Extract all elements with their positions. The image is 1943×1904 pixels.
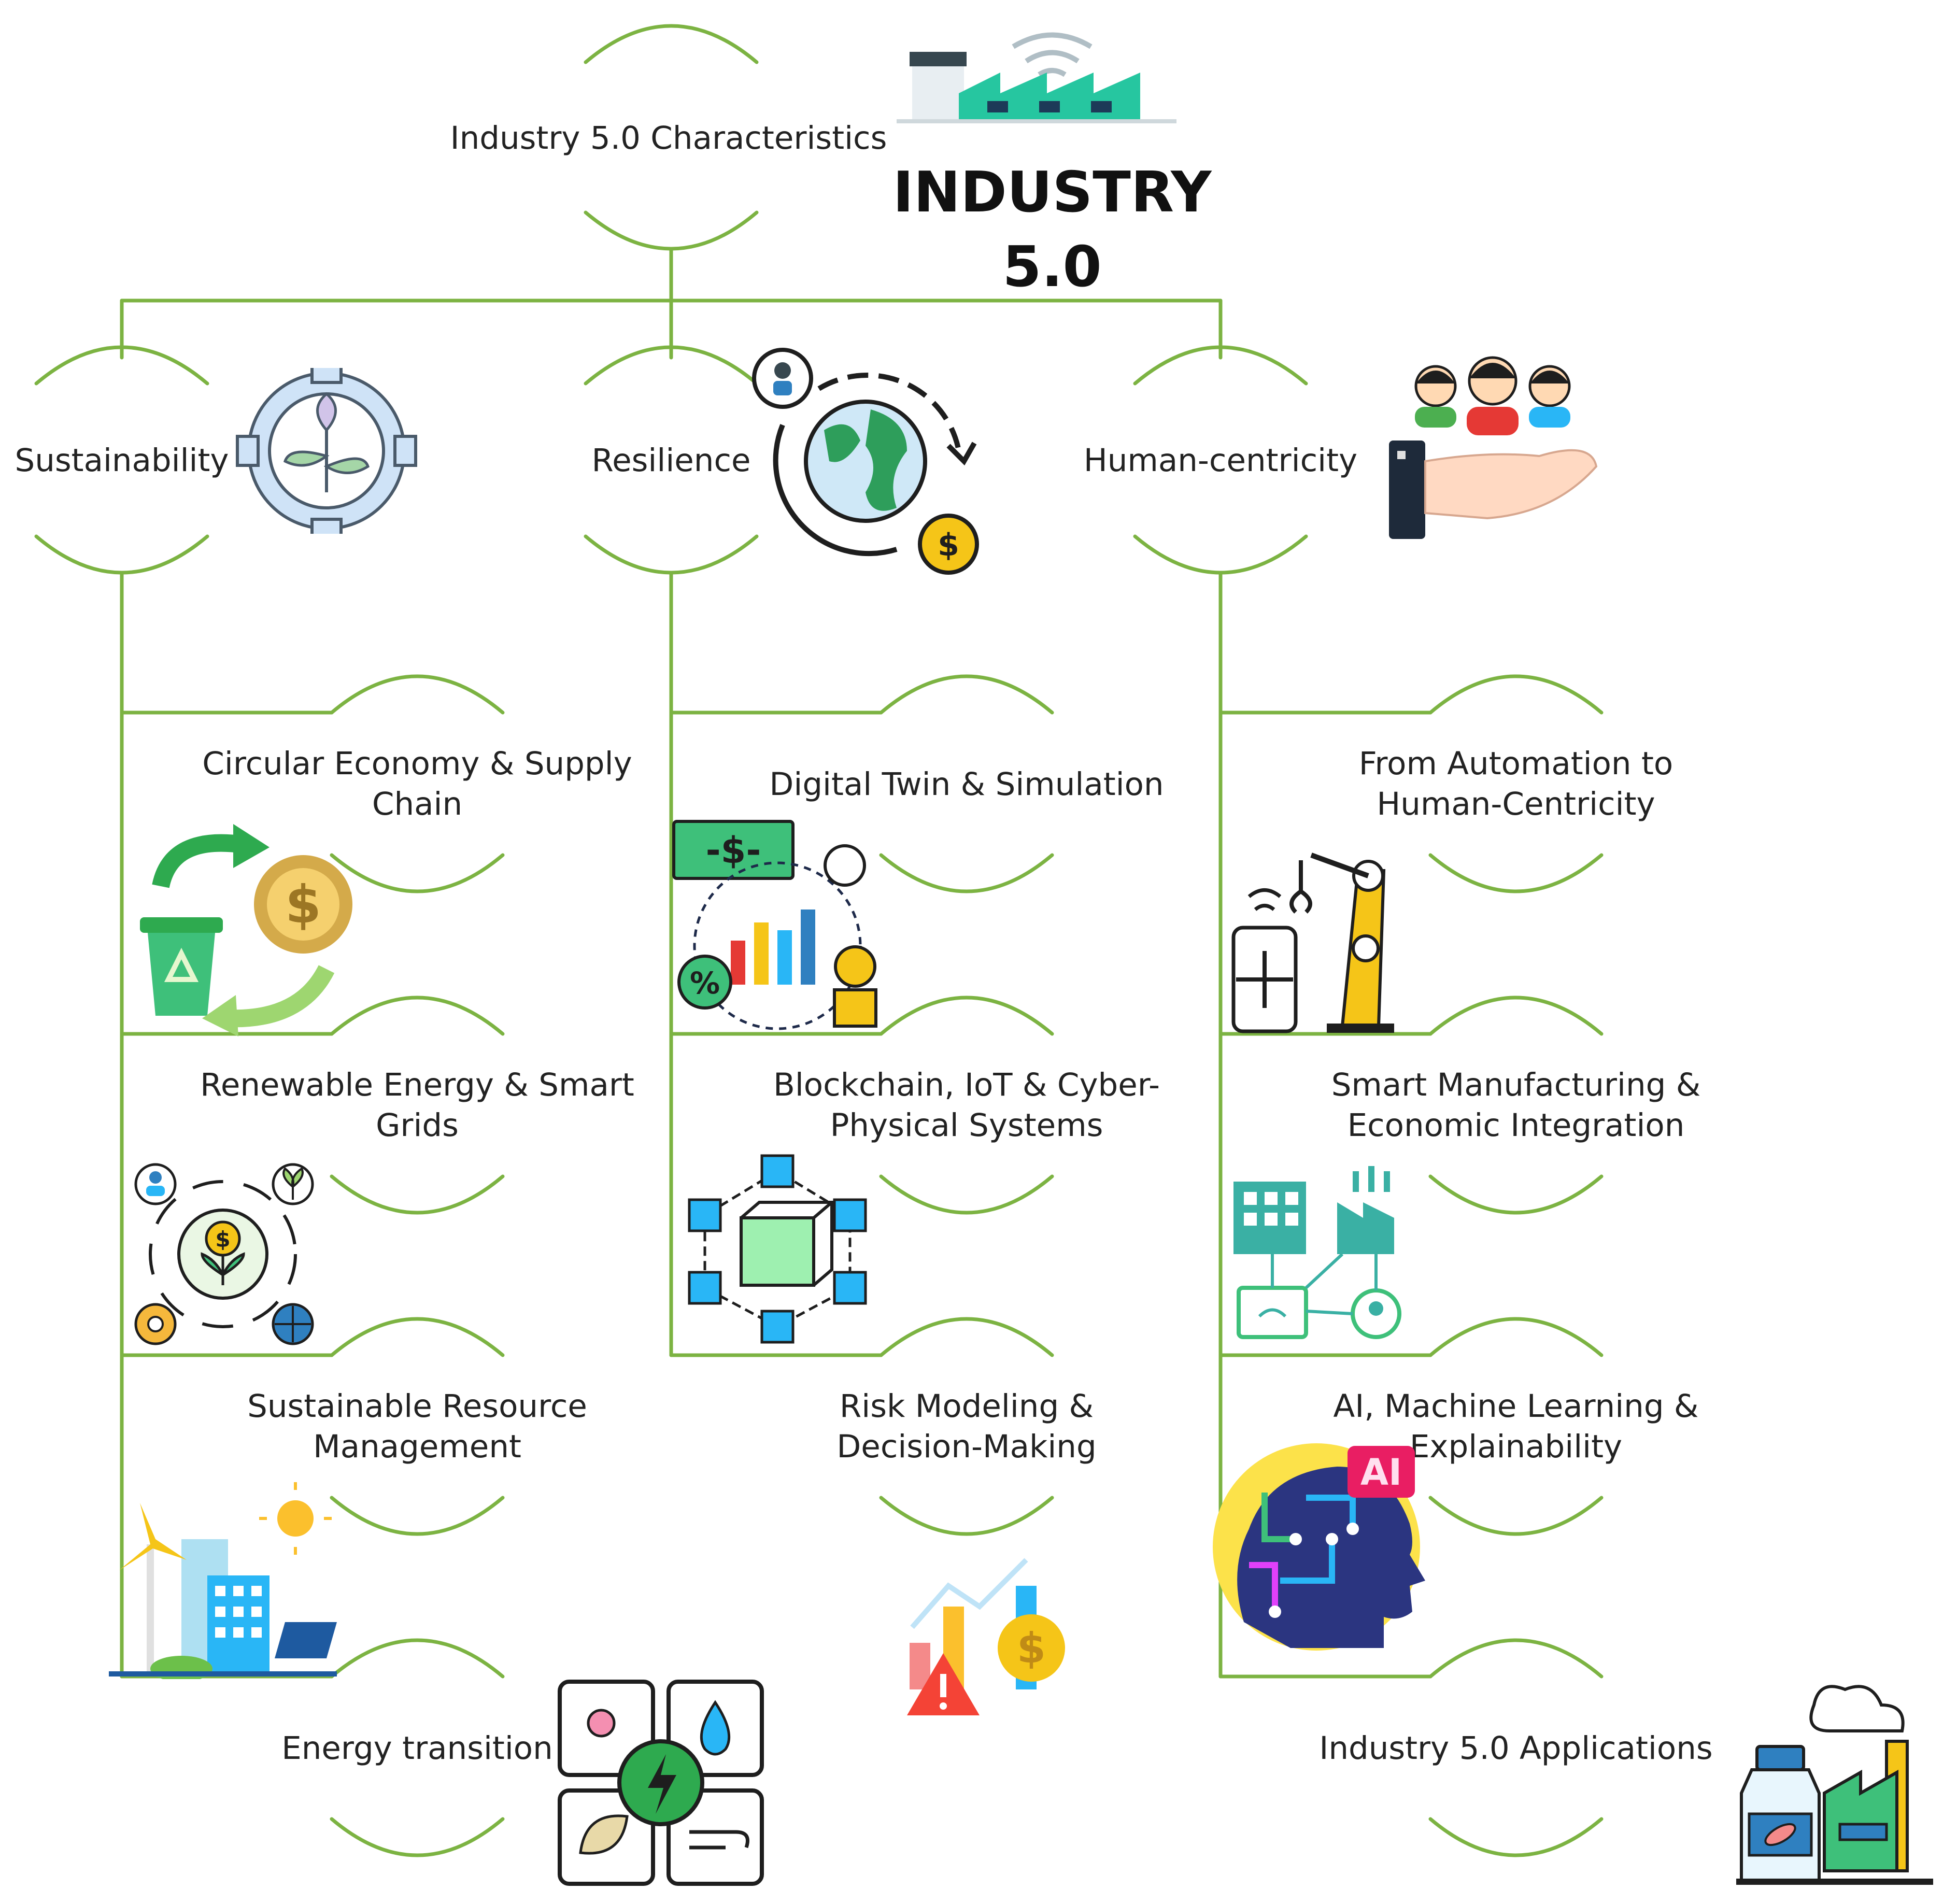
globe-cycle-icon: $ bbox=[752, 348, 979, 575]
item-circular-economy-label: Circular Economy & Supply Chain bbox=[202, 745, 632, 822]
svg-text:$: $ bbox=[215, 1227, 230, 1252]
item-applications-label: Industry 5.0 Applications bbox=[1319, 1730, 1713, 1767]
item-renewable-energy-label: Renewable Energy & Smart Grids bbox=[200, 1067, 634, 1144]
finance-analytics-icon: -$- % bbox=[672, 820, 877, 1030]
factory-icon bbox=[897, 32, 1176, 123]
svg-text:%: % bbox=[690, 965, 720, 1001]
item-energy-transition-label: Energy transition bbox=[281, 1730, 553, 1767]
smart-factory-network-icon bbox=[1233, 1166, 1401, 1339]
root-label: Industry 5.0 Characteristics bbox=[450, 120, 887, 157]
item-automation-label: From Automation to Human-Centricity bbox=[1358, 745, 1673, 822]
title-line-2: 5.0 bbox=[1002, 235, 1102, 300]
svg-text:$: $ bbox=[285, 874, 321, 935]
title-line-1: INDUSTRY bbox=[892, 160, 1212, 225]
svg-text:$: $ bbox=[1017, 1624, 1046, 1672]
item-resource-management-label: Sustainable Resource Management bbox=[247, 1388, 587, 1465]
risk-chart-icon: $ bbox=[907, 1558, 1065, 1715]
pillar-resilience-label: Resilience bbox=[591, 442, 751, 479]
ai-head-icon: AI bbox=[1213, 1443, 1425, 1651]
recycle-bin-coin-icon: $ bbox=[140, 824, 352, 1036]
svg-text:AI: AI bbox=[1360, 1451, 1402, 1494]
pharma-factory-icon bbox=[1736, 1685, 1933, 1885]
svg-text:-$-: -$- bbox=[706, 829, 761, 872]
energy-transition-icon bbox=[558, 1680, 764, 1886]
diagram-title: INDUSTRY 5.0 bbox=[871, 155, 1233, 305]
item-digital-twin-label: Digital Twin & Simulation bbox=[769, 766, 1164, 803]
item-blockchain-iot-label: Blockchain, IoT & Cyber-Physical Systems bbox=[773, 1067, 1160, 1144]
item-smart-manufacturing-label: Smart Manufacturing & Economic Integrati… bbox=[1331, 1067, 1701, 1144]
svg-text:$: $ bbox=[938, 527, 959, 563]
item-ai-ml-label: AI, Machine Learning & Explainability bbox=[1333, 1388, 1699, 1465]
item-risk-modeling-label: Risk Modeling & Decision-Making bbox=[836, 1388, 1097, 1465]
hand-people-icon bbox=[1389, 356, 1598, 539]
pillar-sustainability-label: Sustainability bbox=[15, 442, 229, 479]
green-city-icon bbox=[109, 1482, 337, 1679]
pillar-human-centricity-label: Human-centricity bbox=[1083, 442, 1358, 479]
robot-arm-icon bbox=[1231, 852, 1394, 1033]
leaf-gear-icon bbox=[236, 368, 417, 534]
energy-cycle-icon: $ bbox=[134, 1163, 314, 1345]
blockchain-icon bbox=[688, 1154, 867, 1344]
